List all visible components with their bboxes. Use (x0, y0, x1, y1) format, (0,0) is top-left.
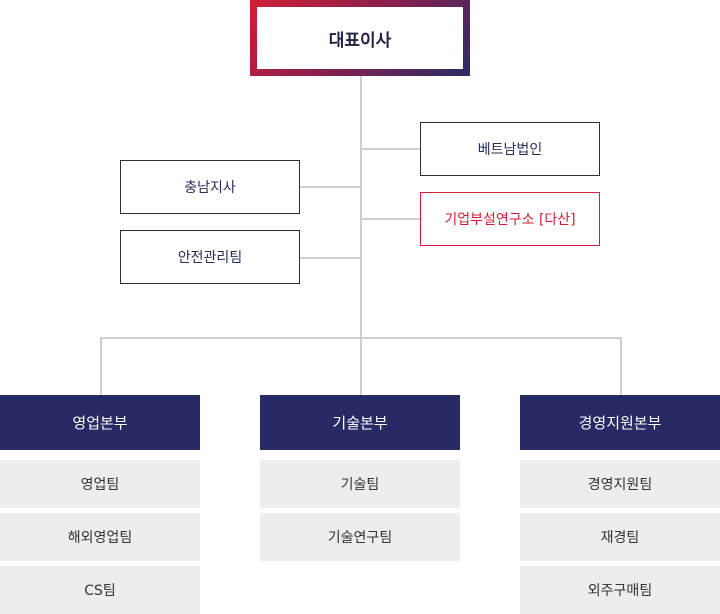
division-tech: 기술본부 (260, 395, 460, 450)
team-management-support: 경영지원팀 (520, 460, 720, 508)
office-safety-management: 안전관리팀 (120, 230, 300, 284)
team-cs: CS팀 (0, 566, 200, 614)
office-research-institute: 기업부설연구소 [다산] (420, 192, 600, 246)
connector-division-management (620, 337, 622, 395)
team-finance: 재경팀 (520, 513, 720, 561)
team-tech-research: 기술연구팀 (260, 513, 460, 561)
connector-research-institute (361, 218, 420, 220)
division-sales: 영업본부 (0, 395, 200, 450)
connector-safety (299, 257, 361, 259)
team-sales: 영업팀 (0, 460, 200, 508)
connector-vietnam (361, 148, 420, 150)
team-outsourcing-purchase: 외주구매팀 (520, 566, 720, 614)
office-chungnam: 충남지사 (120, 160, 300, 214)
team-tech: 기술팀 (260, 460, 460, 508)
connector-division-tech (360, 337, 362, 395)
connector-trunk (360, 76, 362, 338)
connector-division-sales (100, 337, 102, 395)
office-vietnam: 베트남법인 (420, 122, 600, 176)
ceo-box: 대표이사 (257, 7, 463, 69)
team-overseas-sales: 해외영업팀 (0, 513, 200, 561)
division-management: 경영지원본부 (520, 395, 720, 450)
connector-chungnam (299, 186, 361, 188)
